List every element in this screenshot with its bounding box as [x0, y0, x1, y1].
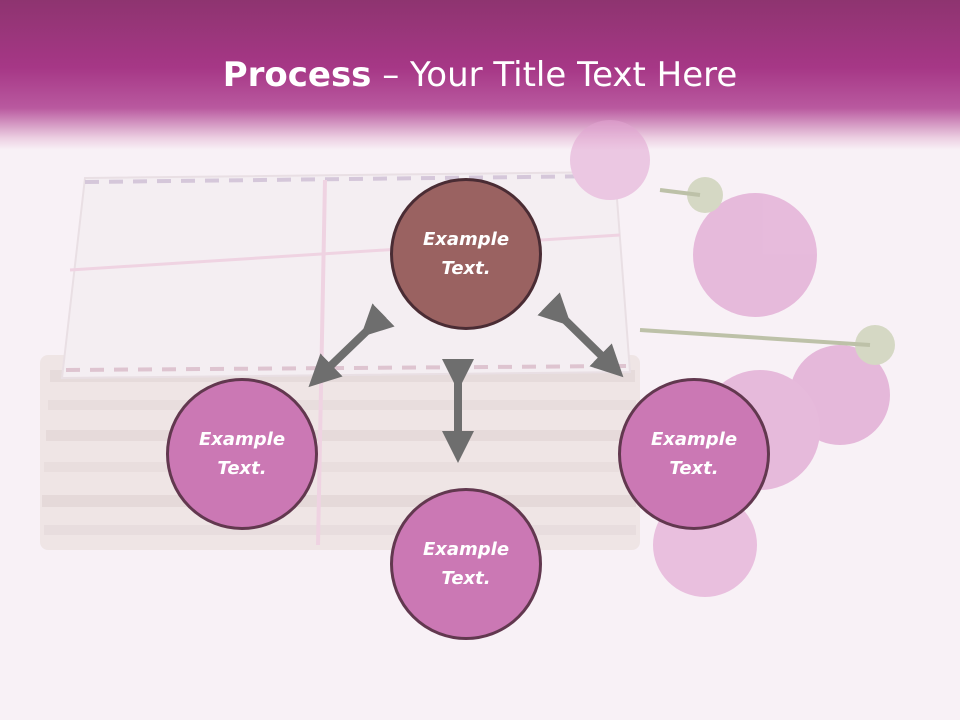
arrow-top-left: [308, 303, 395, 388]
title-banner: [0, 0, 960, 150]
process-node-bottom[interactable]: Example Text.: [390, 488, 542, 640]
title-rest-part: – Your Title Text Here: [371, 55, 738, 95]
slide-title: Process – Your Title Text Here: [0, 52, 960, 98]
title-bold-part: Process: [222, 55, 372, 95]
process-node-top[interactable]: Example Text.: [390, 178, 542, 330]
process-node-left[interactable]: Example Text.: [166, 378, 318, 530]
arrow-top-right: [537, 292, 624, 378]
process-node-right[interactable]: Example Text.: [618, 378, 770, 530]
